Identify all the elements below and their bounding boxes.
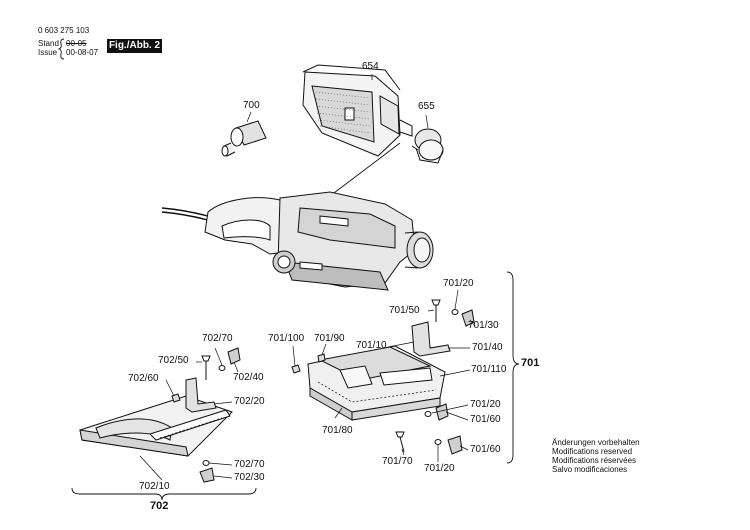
- bracket-701-40: [411, 321, 451, 357]
- notice-en: Modifications reserved: [552, 447, 633, 456]
- screw-701-50: [431, 299, 441, 322]
- adapter-655: [411, 128, 444, 164]
- label-701-20a: 701/20: [443, 278, 474, 289]
- label-702-10: 702/10: [139, 481, 170, 492]
- issue-label: Issue: [38, 48, 58, 57]
- label-702: 702: [150, 500, 169, 512]
- sanding-frame-701: [307, 345, 446, 421]
- label-701-70: 701/70: [382, 456, 413, 467]
- label-701-60b: 701/60: [470, 444, 501, 455]
- stand-label: Stand: [38, 39, 59, 48]
- label-702-20: 702/20: [234, 396, 265, 407]
- label-701-100: 701/100: [268, 333, 305, 344]
- label-701-90: 701/90: [314, 333, 345, 344]
- knob-702-30: [199, 467, 215, 483]
- knob-701-60b: [447, 435, 463, 455]
- washer-701-20: [451, 309, 459, 315]
- label-702-60: 702/60: [128, 373, 159, 384]
- label-702-70a: 702/70: [202, 333, 233, 344]
- label-700: 700: [243, 100, 260, 111]
- bracket-702: [71, 487, 257, 501]
- label-702-50: 702/50: [158, 355, 189, 366]
- label-701-10: 701/10: [356, 340, 387, 351]
- washer-702-70b: [202, 460, 210, 466]
- label-654: 654: [362, 61, 379, 72]
- label-701-30: 701/30: [468, 320, 499, 331]
- doc-number: 0 603 275 103: [38, 26, 90, 35]
- notice-es: Salvo modificaciones: [552, 465, 628, 474]
- label-702-40: 702/40: [233, 372, 264, 383]
- belt-sander-body: [161, 191, 434, 291]
- screw-701-70: [395, 431, 405, 453]
- label-701-40: 701/40: [472, 342, 503, 353]
- stand-value: 00-05: [66, 39, 87, 48]
- issue-value: 00-08-07: [66, 48, 99, 57]
- label-701-50: 701/50: [389, 305, 420, 316]
- notice-de: Änderungen vorbehalten: [552, 438, 640, 447]
- dust-box-654: [302, 64, 413, 157]
- label-701-110: 701/110: [471, 364, 507, 375]
- label-701-80: 701/80: [322, 425, 353, 436]
- bracket-icon: [58, 38, 65, 60]
- label-701-60a: 701/60: [470, 414, 501, 425]
- figure-badge: Fig./Abb. 2: [107, 39, 162, 53]
- guide-702: [79, 377, 233, 457]
- washer-702-70a: [218, 365, 226, 371]
- nozzle-700: [221, 120, 267, 157]
- part-701-90: [317, 353, 326, 363]
- knob-701-30: [461, 309, 475, 327]
- knob-701-60a: [435, 403, 449, 421]
- part-702-60: [171, 393, 181, 403]
- modifications-notice: Änderungen vorbehalten Modifications res…: [552, 438, 640, 474]
- screw-702-50: [201, 355, 211, 380]
- washer-701-20c: [434, 439, 442, 445]
- label-655: 655: [418, 101, 435, 112]
- label-702-30: 702/30: [234, 472, 265, 483]
- label-701: 701: [521, 357, 540, 369]
- label-701-20c: 701/20: [424, 463, 455, 474]
- part-701-100: [291, 364, 301, 374]
- label-702-70b: 702/70: [234, 459, 265, 470]
- knob-702-40: [227, 347, 241, 365]
- bracket-701: [506, 271, 520, 464]
- label-701-20b: 701/20: [470, 399, 501, 410]
- notice-fr: Modifications réservées: [552, 456, 637, 465]
